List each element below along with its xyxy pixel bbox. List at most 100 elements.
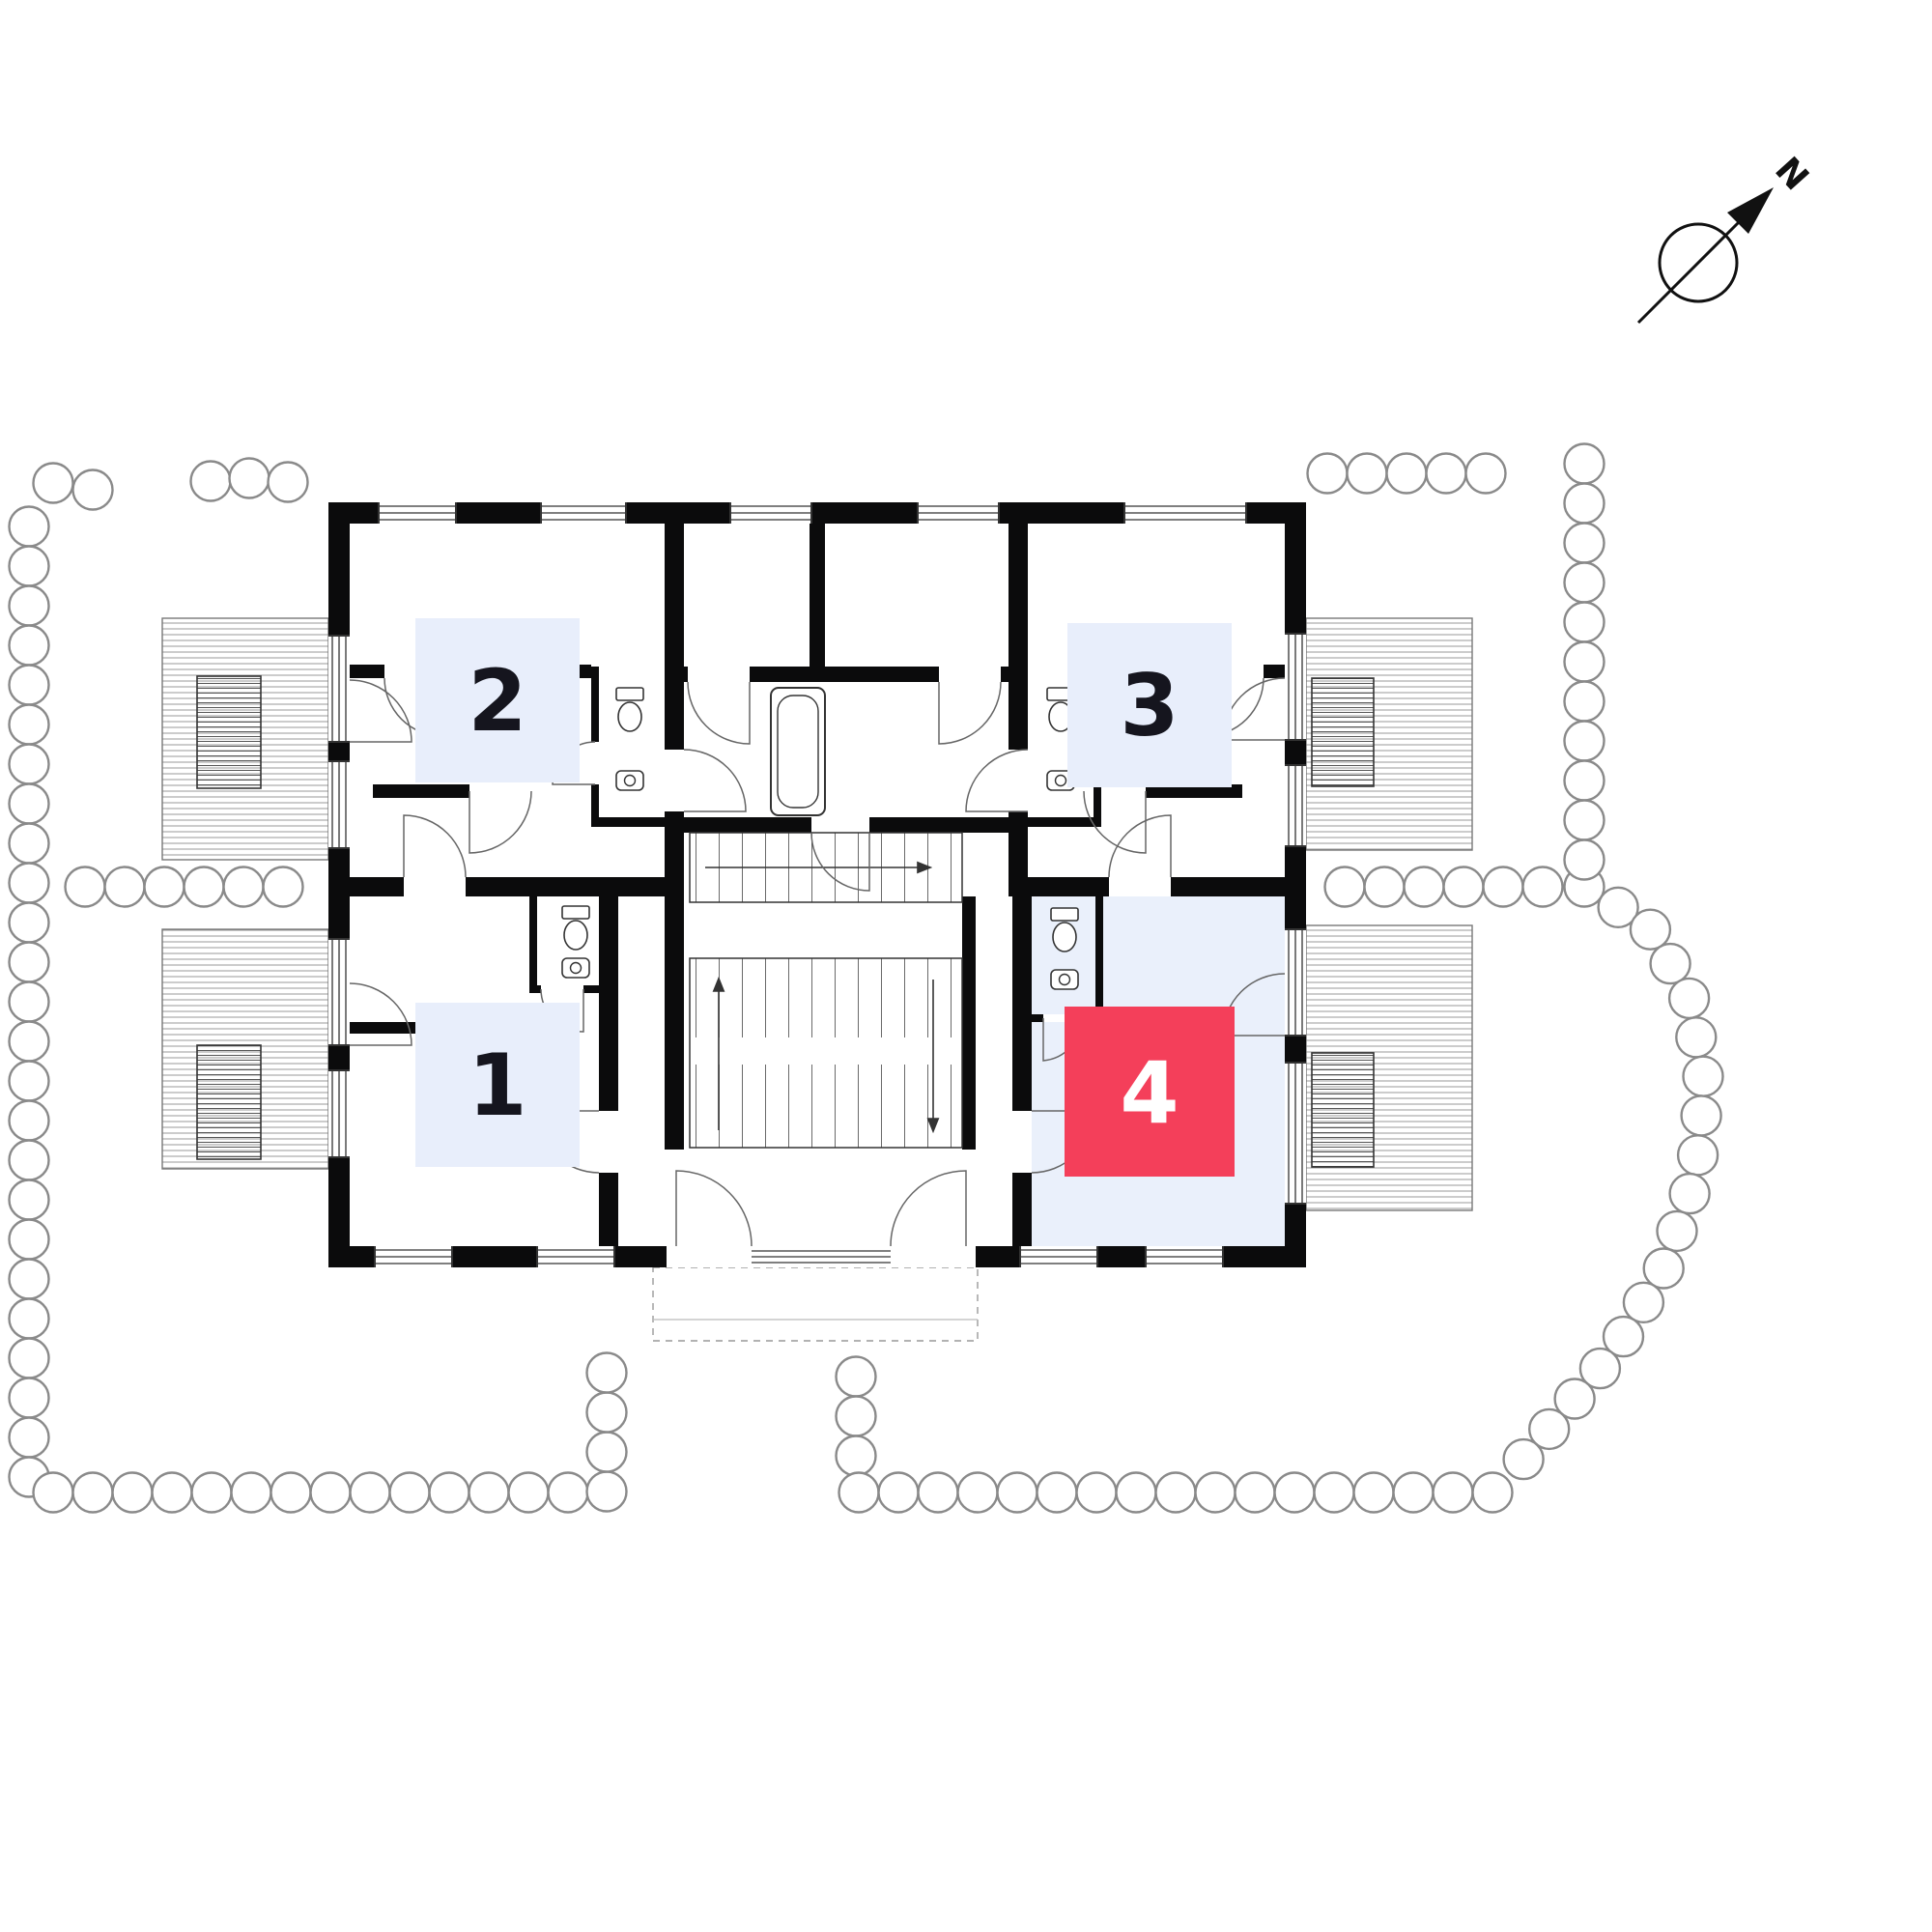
rect-shape bbox=[810, 502, 825, 682]
tree-circle bbox=[1563, 601, 1605, 643]
tree-circle bbox=[1563, 799, 1605, 841]
tree-circle bbox=[1563, 759, 1605, 802]
tree-circle bbox=[8, 743, 50, 785]
rect-shape bbox=[591, 817, 672, 827]
rect-shape bbox=[328, 1022, 417, 1034]
tree-circle bbox=[838, 1471, 880, 1514]
tree-circle bbox=[1553, 1378, 1596, 1420]
tree-circle bbox=[1352, 1471, 1395, 1514]
tree-circle bbox=[1313, 1471, 1355, 1514]
rect-shape bbox=[529, 896, 537, 993]
tree-circle bbox=[1115, 1471, 1157, 1514]
tree-circle bbox=[388, 1471, 431, 1514]
tree-circle bbox=[8, 505, 50, 548]
tree-circle bbox=[1563, 720, 1605, 762]
door-opening bbox=[541, 985, 583, 993]
tree-circle bbox=[190, 1471, 233, 1514]
tree-circle bbox=[8, 1099, 50, 1142]
tree-circle bbox=[64, 866, 106, 908]
rect-shape bbox=[665, 667, 1028, 682]
compass-circle bbox=[1658, 222, 1739, 303]
tree-circle bbox=[1194, 1471, 1236, 1514]
tree-circle bbox=[1602, 1315, 1645, 1358]
tree-circle bbox=[1403, 866, 1445, 908]
staircase bbox=[689, 832, 963, 1149]
tree-circle bbox=[143, 866, 185, 908]
unit-1-label: 1 bbox=[468, 1036, 526, 1135]
tree-circle bbox=[1563, 561, 1605, 604]
entrance-porch bbox=[652, 1266, 979, 1342]
unit-tiles: 2 3 1 4 bbox=[415, 618, 1235, 1177]
rect-shape bbox=[1012, 896, 1032, 1246]
tree-circle bbox=[1385, 452, 1428, 495]
tree-circle bbox=[8, 584, 50, 627]
tree-circle bbox=[1642, 1247, 1685, 1290]
door-swing bbox=[403, 814, 467, 878]
door-swing bbox=[1108, 814, 1172, 878]
tree-circle bbox=[71, 469, 114, 511]
tree-circle bbox=[32, 1471, 74, 1514]
tree-circle bbox=[8, 1377, 50, 1419]
tree-circle bbox=[1682, 1055, 1724, 1097]
door-swing bbox=[938, 681, 1002, 745]
tree-circle bbox=[1346, 452, 1388, 495]
door-opening bbox=[811, 817, 869, 833]
tree-circle bbox=[8, 1337, 50, 1379]
tree-circle bbox=[228, 457, 270, 499]
compass-arrowhead bbox=[1727, 187, 1774, 234]
sink-icon bbox=[561, 957, 590, 979]
tree-circle bbox=[151, 1471, 193, 1514]
tree-circle bbox=[222, 866, 265, 908]
tree-circle bbox=[111, 1471, 154, 1514]
unit-3-label: 3 bbox=[1120, 656, 1179, 755]
unit-1-tile[interactable] bbox=[415, 1003, 580, 1167]
tree-circle bbox=[507, 1471, 550, 1514]
door-swing bbox=[965, 749, 1029, 812]
balcony-top-right-planter bbox=[1311, 677, 1375, 787]
tree-circle bbox=[1675, 1016, 1718, 1059]
door-opening bbox=[404, 877, 466, 896]
unit-2-tile[interactable] bbox=[415, 618, 580, 782]
unit-3-tile[interactable] bbox=[1067, 623, 1232, 787]
tree-circle bbox=[8, 1139, 50, 1181]
unit-4-tile[interactable] bbox=[1065, 1007, 1235, 1177]
tree-circle bbox=[8, 1179, 50, 1221]
tree-circle bbox=[8, 941, 50, 983]
rect-shape bbox=[665, 896, 684, 1150]
tree-circle bbox=[917, 1471, 959, 1514]
door-swing bbox=[687, 681, 751, 745]
balcony-bottom-right-planter bbox=[1311, 1052, 1375, 1168]
tree-circle bbox=[1442, 866, 1485, 908]
tree-circle bbox=[1482, 866, 1524, 908]
tree-circle bbox=[1154, 1471, 1197, 1514]
tree-circle bbox=[8, 1060, 50, 1102]
tree-circle bbox=[1667, 977, 1711, 1020]
tree-circle bbox=[877, 1471, 920, 1514]
balcony-top-left-planter bbox=[196, 675, 262, 789]
tree-circle bbox=[8, 545, 50, 587]
tree-circle bbox=[1563, 838, 1605, 881]
door-swing bbox=[349, 982, 412, 1046]
tree-circle bbox=[1036, 1471, 1078, 1514]
tree-circle bbox=[8, 822, 50, 865]
tree-circle bbox=[8, 980, 50, 1023]
tree-circle bbox=[8, 664, 50, 706]
tree-circle bbox=[585, 1431, 628, 1473]
tree-circle bbox=[183, 866, 225, 908]
tree-circle bbox=[835, 1355, 877, 1398]
door-opening bbox=[599, 1111, 618, 1173]
rect-shape bbox=[328, 877, 665, 896]
rect-shape bbox=[1028, 817, 1101, 827]
toilet-icon bbox=[615, 687, 644, 732]
door-opening bbox=[688, 667, 750, 682]
tree-circle bbox=[1676, 1134, 1719, 1177]
tree-circle bbox=[1629, 908, 1672, 951]
tree-circle bbox=[1234, 1471, 1276, 1514]
tree-circle bbox=[267, 461, 309, 503]
balcony-bottom-left-planter bbox=[196, 1044, 262, 1160]
tree-circle bbox=[1521, 866, 1564, 908]
tree-circle bbox=[1471, 1471, 1514, 1514]
tree-circle bbox=[8, 624, 50, 667]
tree-circle bbox=[1392, 1471, 1435, 1514]
tree-circle bbox=[1563, 640, 1605, 683]
